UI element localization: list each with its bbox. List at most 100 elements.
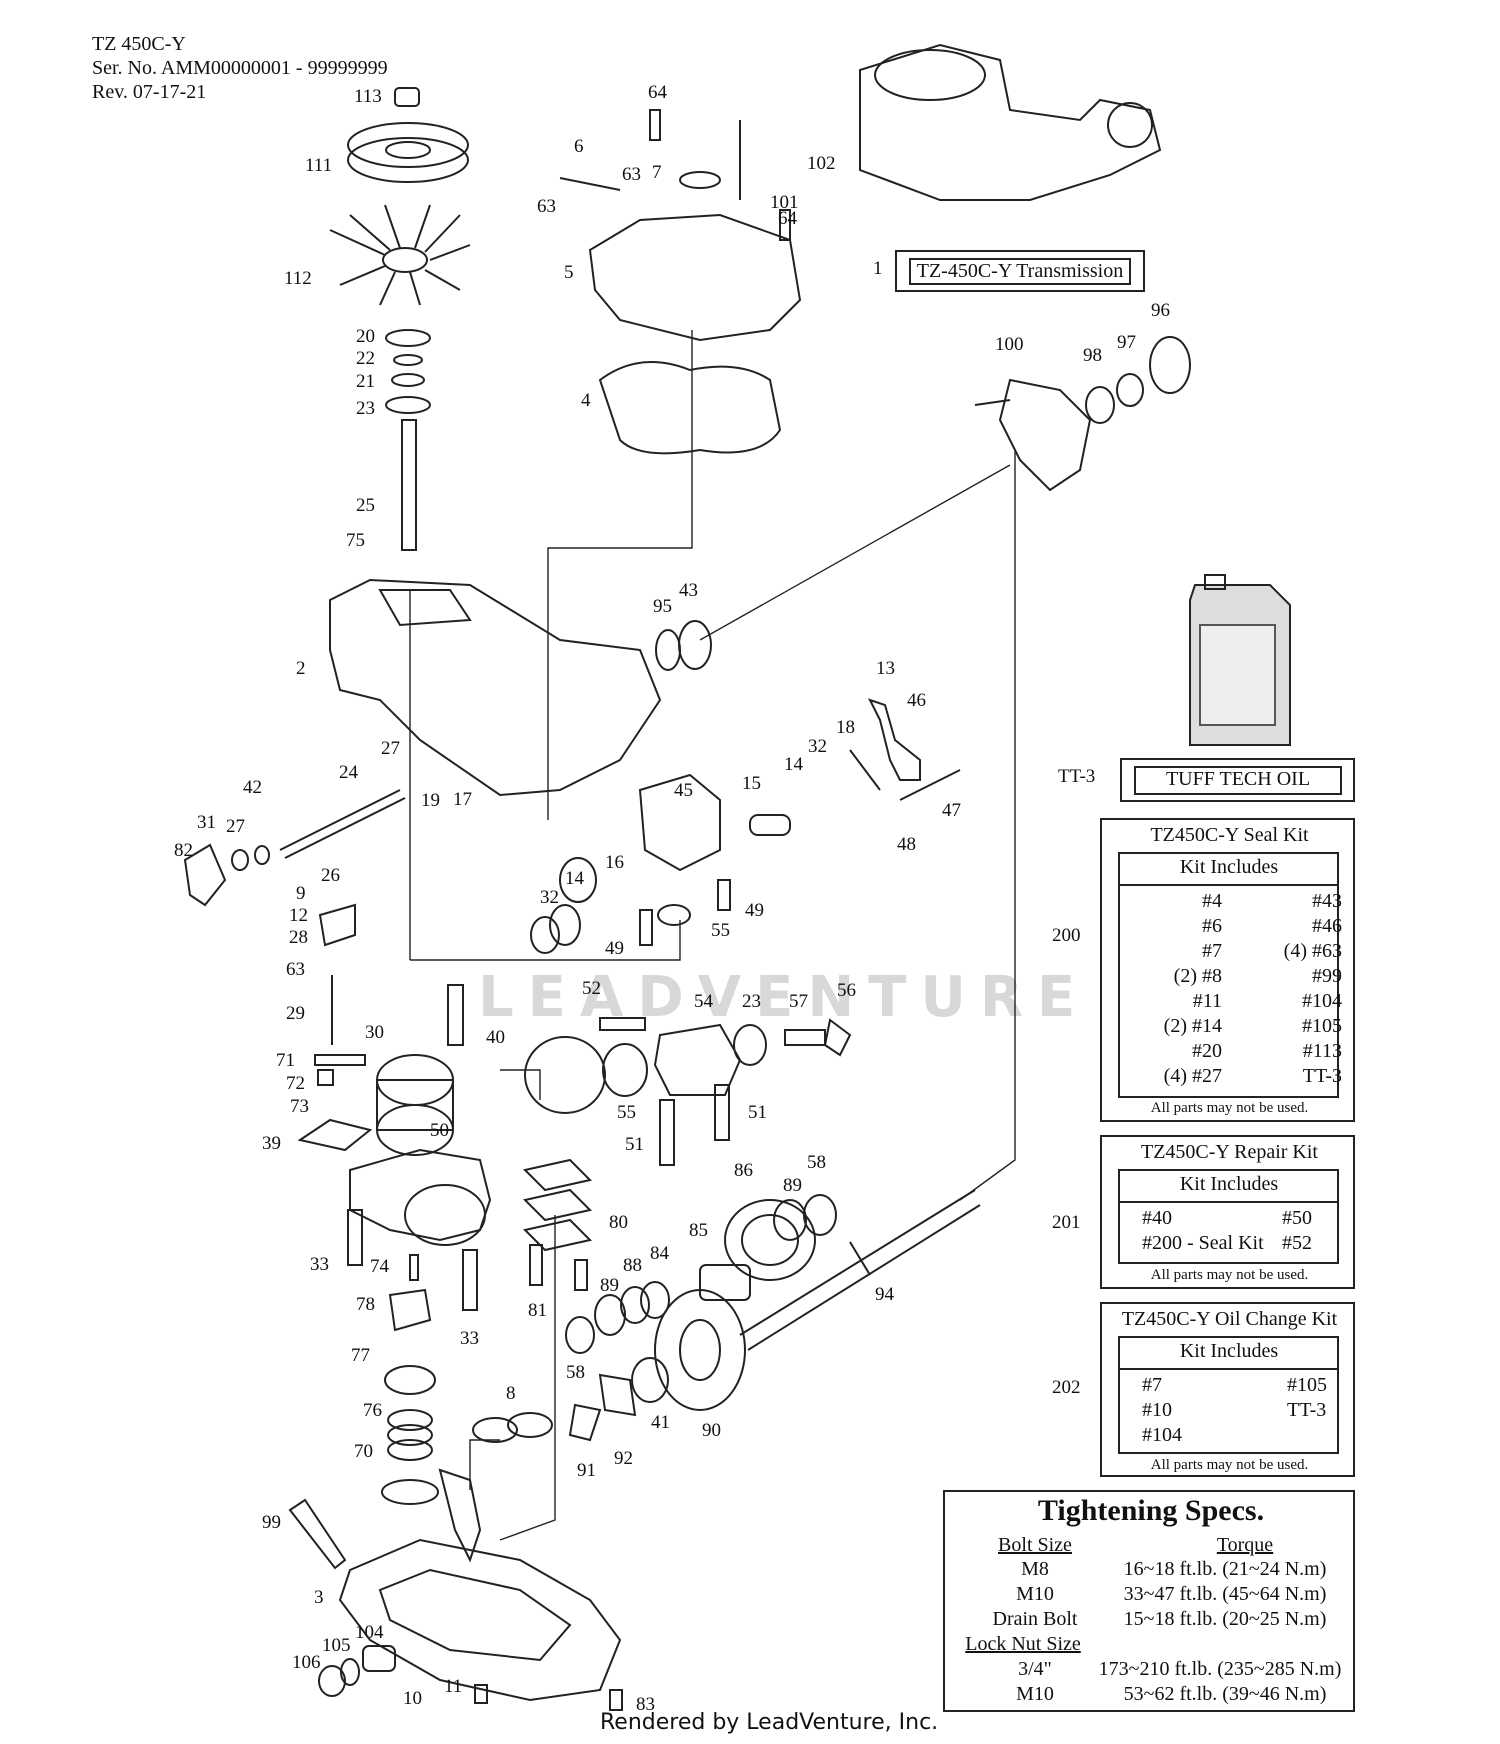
tightening-specs-box: Tightening Specs. Bolt Size Torque M8 16… xyxy=(943,1490,1355,1712)
callout-89: 89 xyxy=(783,1175,802,1196)
callout-88: 88 xyxy=(623,1255,642,1276)
callout-112: 112 xyxy=(284,268,312,289)
callout-106: 106 xyxy=(292,1652,321,1673)
callout-33-b: 33 xyxy=(460,1328,479,1349)
oil-change-kit-title: TZ450C-Y Oil Change Kit xyxy=(1121,1308,1338,1330)
specs-col-bolt: Bolt Size xyxy=(998,1534,1072,1556)
callout-95: 95 xyxy=(653,596,672,617)
oil-change-kit-item: #7 xyxy=(1142,1374,1162,1396)
callout-27: 27 xyxy=(381,738,400,759)
callout-17: 17 xyxy=(453,789,472,810)
callout-1: 1 xyxy=(873,258,883,279)
callout-49-b: 49 xyxy=(605,938,624,959)
seal-kit-item: #20 xyxy=(1192,1040,1222,1062)
transmission-label-box: TZ-450C-Y Transmission xyxy=(895,250,1145,292)
spec-size: 3/4" xyxy=(1018,1658,1052,1680)
callout-84: 84 xyxy=(650,1243,669,1264)
callout-82: 82 xyxy=(174,840,193,861)
specs-title: Tightening Specs. xyxy=(1037,1494,1265,1527)
callout-22: 22 xyxy=(356,348,375,369)
callout-200: 200 xyxy=(1052,925,1081,946)
serial-range: Ser. No. AMM00000001 - 99999999 xyxy=(92,57,388,79)
callout-41: 41 xyxy=(651,1412,670,1433)
seal-kit-item: (4) #27 xyxy=(1163,1065,1222,1087)
callout-83: 83 xyxy=(636,1694,655,1715)
seal-kit-item: #99 xyxy=(1312,965,1342,987)
seal-kit-item: #104 xyxy=(1302,990,1342,1012)
oil-change-kit-item: #104 xyxy=(1142,1424,1182,1446)
callout-94: 94 xyxy=(875,1284,894,1305)
seal-kit-item: #7 xyxy=(1202,940,1222,962)
callout-102: 102 xyxy=(807,153,836,174)
callout-14: 14 xyxy=(784,754,803,775)
oil-change-kit-box: TZ450C-Y Oil Change Kit Kit Includes #7 … xyxy=(1100,1302,1355,1477)
spec-size: M8 xyxy=(1021,1558,1049,1580)
callout-58-b: 58 xyxy=(566,1362,585,1383)
seal-kit-item: TT-3 xyxy=(1302,1065,1342,1087)
callout-24: 24 xyxy=(339,762,358,783)
callout-99: 99 xyxy=(262,1512,281,1533)
callout-33: 33 xyxy=(310,1254,329,1275)
callout-202: 202 xyxy=(1052,1377,1081,1398)
callout-23: 23 xyxy=(356,398,375,419)
callout-27-b: 27 xyxy=(226,816,245,837)
spec-torque: 15~18 ft.lb. (20~25 N.m) xyxy=(1123,1608,1327,1630)
callout-96: 96 xyxy=(1151,300,1170,321)
callout-78: 78 xyxy=(356,1294,375,1315)
callout-19: 19 xyxy=(421,790,440,811)
callout-63-b: 63 xyxy=(622,164,641,185)
callout-45: 45 xyxy=(674,780,693,801)
callout-5: 5 xyxy=(564,262,574,283)
callout-18: 18 xyxy=(836,717,855,738)
callout-64-b: 64 xyxy=(778,208,797,229)
spec-torque: 16~18 ft.lb. (21~24 N.m) xyxy=(1123,1558,1327,1580)
seal-kit-box: TZ450C-Y Seal Kit Kit Includes #4 #43 #6… xyxy=(1100,818,1355,1122)
callout-71: 71 xyxy=(276,1050,295,1071)
callout-31: 31 xyxy=(197,812,216,833)
seal-kit-item: (2) #14 xyxy=(1163,1015,1222,1037)
spec-torque: 173~210 ft.lb. (235~285 N.m) xyxy=(1098,1658,1342,1680)
callout-32: 32 xyxy=(808,736,827,757)
repair-kit-note: All parts may not be used. xyxy=(1150,1267,1309,1283)
callout-48: 48 xyxy=(897,834,916,855)
seal-kit-item: (4) #63 xyxy=(1283,940,1342,962)
spec-size: M10 xyxy=(1016,1583,1054,1605)
callout-23-b: 23 xyxy=(742,991,761,1012)
callout-14-b: 14 xyxy=(565,868,584,889)
seal-kit-title: TZ450C-Y Seal Kit xyxy=(1150,824,1309,846)
callout-46: 46 xyxy=(907,690,926,711)
callout-100: 100 xyxy=(995,334,1024,355)
callout-98: 98 xyxy=(1083,345,1102,366)
callout-77: 77 xyxy=(351,1345,370,1366)
callout-15: 15 xyxy=(742,773,761,794)
callout-20: 20 xyxy=(356,326,375,347)
seal-kit-includes: Kit Includes xyxy=(1179,856,1279,878)
seal-kit-item: #6 xyxy=(1202,915,1222,937)
callout-104: 104 xyxy=(355,1622,384,1643)
callout-21: 21 xyxy=(356,371,375,392)
callout-58: 58 xyxy=(807,1152,826,1173)
callout-9: 9 xyxy=(296,883,306,904)
callout-25: 25 xyxy=(356,495,375,516)
callout-3: 3 xyxy=(314,1587,324,1608)
callout-81: 81 xyxy=(528,1300,547,1321)
callout-74: 74 xyxy=(370,1256,389,1277)
callout-tt3: TT-3 xyxy=(1058,766,1096,787)
callout-57: 57 xyxy=(789,991,808,1012)
repair-kit-item: #50 xyxy=(1282,1207,1312,1229)
callout-85: 85 xyxy=(689,1220,708,1241)
callout-55-b: 55 xyxy=(617,1102,636,1123)
repair-kit-title: TZ450C-Y Repair Kit xyxy=(1140,1141,1318,1163)
footer-credit: Rendered by LeadVenture, Inc. xyxy=(600,1710,939,1735)
spec-size: Drain Bolt xyxy=(992,1608,1078,1630)
callout-63-c: 63 xyxy=(537,196,556,217)
seal-kit-item: #4 xyxy=(1202,890,1222,912)
seal-kit-item: #46 xyxy=(1312,915,1342,937)
callout-91: 91 xyxy=(577,1460,596,1481)
callout-97: 97 xyxy=(1117,332,1136,353)
callout-80: 80 xyxy=(609,1212,628,1233)
callout-50: 50 xyxy=(430,1120,449,1141)
callout-51: 51 xyxy=(748,1102,767,1123)
